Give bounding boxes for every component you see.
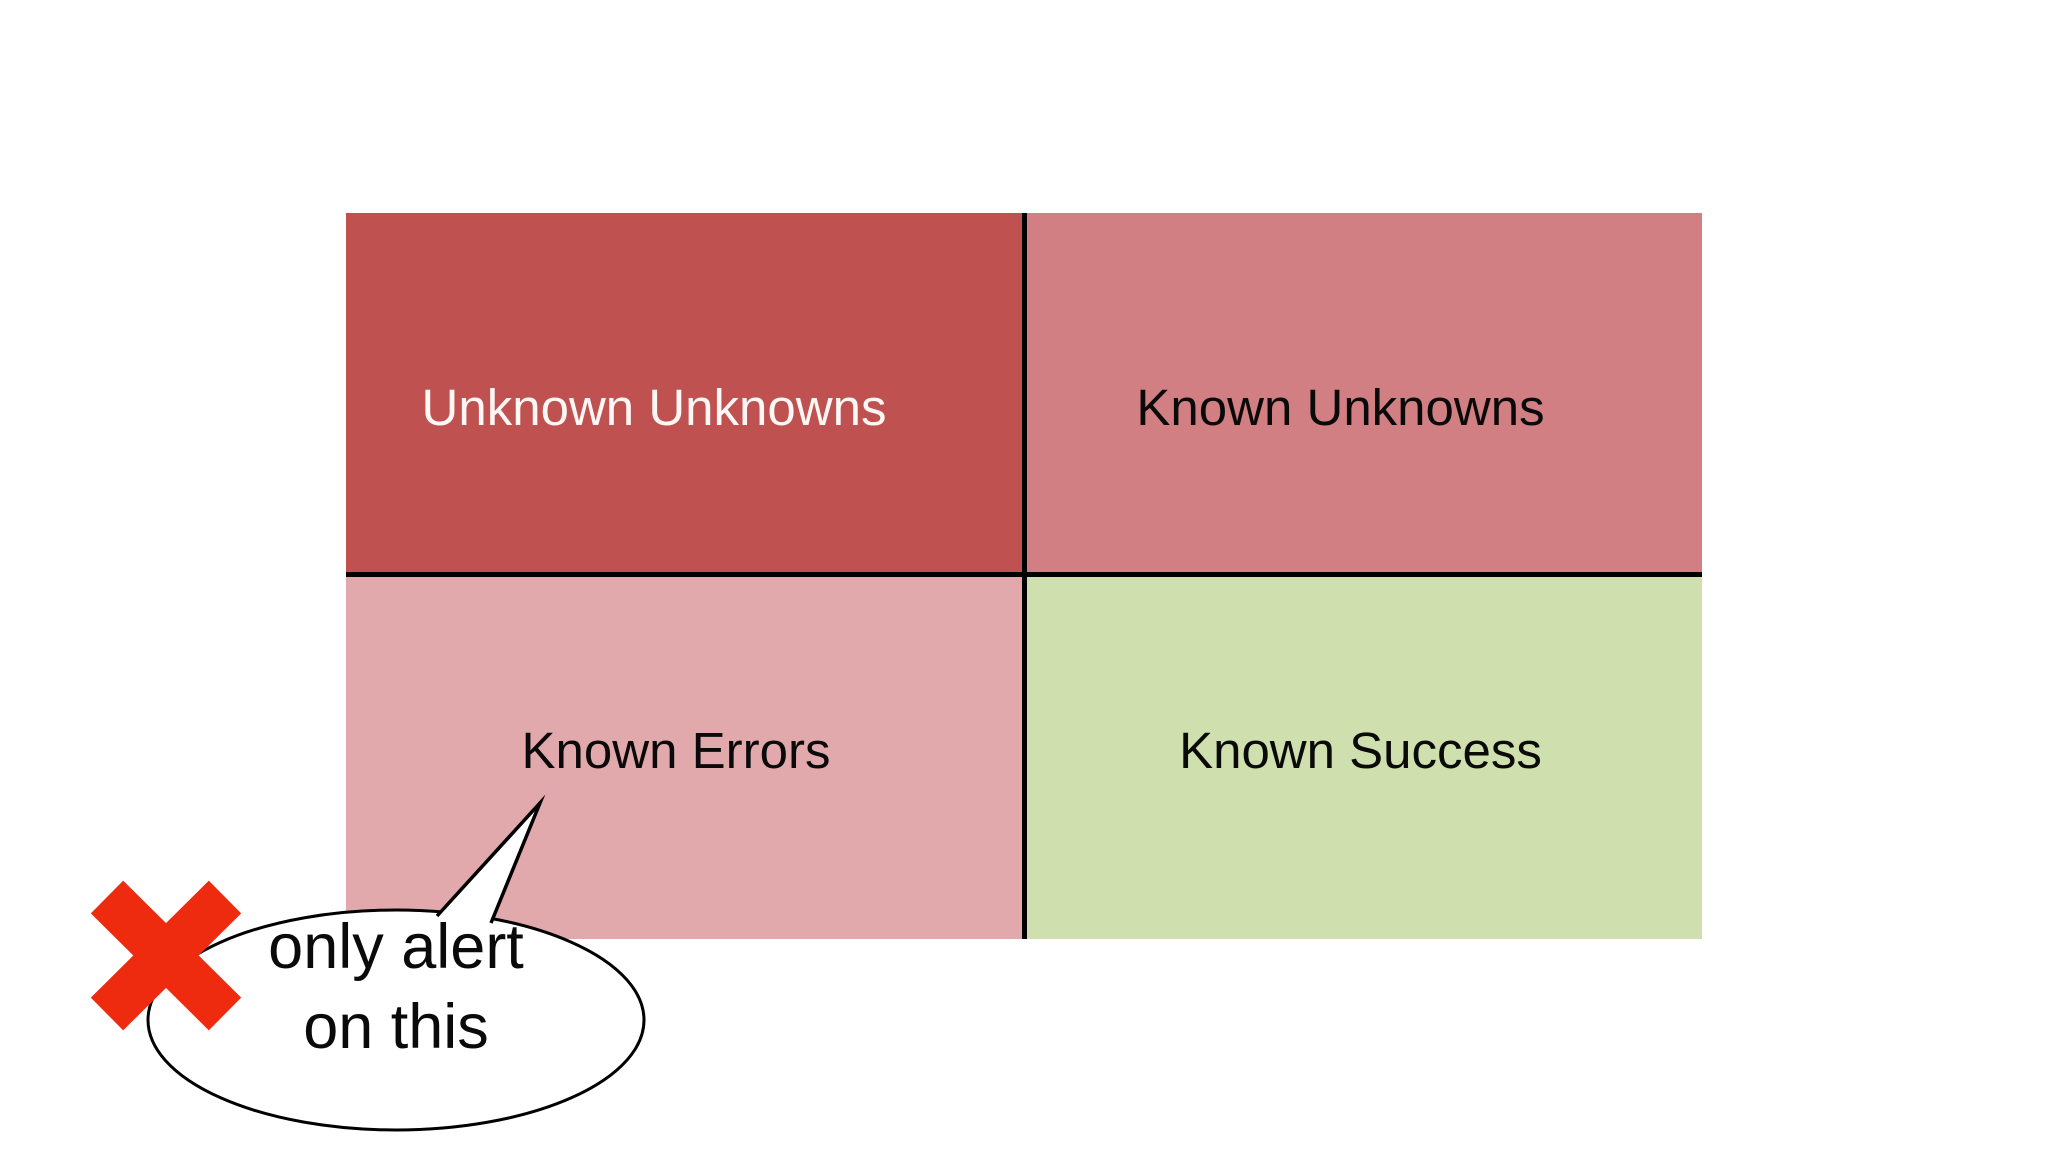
quadrant-label-known-unknowns: Known Unknowns — [1136, 379, 1545, 436]
speech-bubble-text: only alert on this — [146, 907, 646, 1067]
quadrant-known-unknowns: Known Unknowns — [1027, 213, 1702, 572]
quadrant-known-errors: Known Errors — [346, 577, 1022, 939]
quadrant-label-known-errors: Known Errors — [521, 721, 831, 779]
speech-bubble-line2: on this — [303, 992, 489, 1062]
quadrant-label-known-success: Known Success — [1179, 721, 1542, 779]
quadrant-label-unknown-unknowns: Unknown Unknowns — [421, 379, 887, 436]
quadrant-known-success: Known Success — [1027, 577, 1702, 939]
quadrant-chart: Unknown Unknowns Known Unknowns Known Er… — [346, 213, 1702, 939]
quadrant-unknown-unknowns: Unknown Unknowns — [346, 213, 1022, 572]
speech-bubble-line1: only alert — [268, 912, 524, 982]
